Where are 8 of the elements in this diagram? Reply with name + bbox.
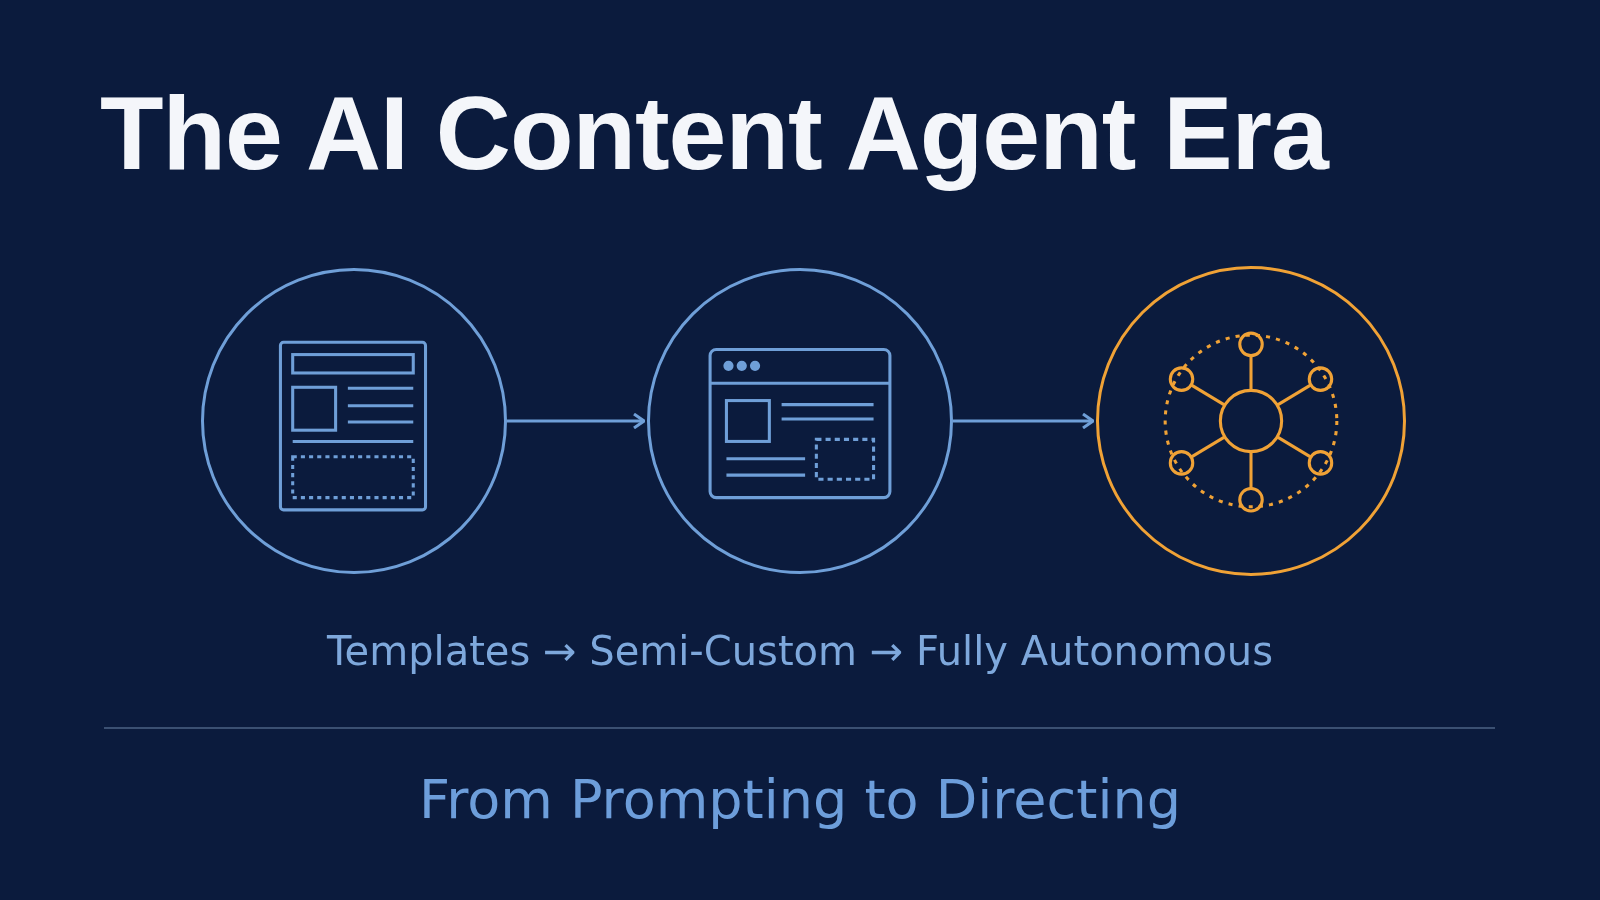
stage-circle xyxy=(1096,266,1406,576)
tagline: From Prompting to Directing xyxy=(418,768,1182,831)
arrow xyxy=(507,412,646,430)
arrow xyxy=(953,412,1095,430)
title: The AI Content Agent Era xyxy=(100,74,1328,193)
stage-circle xyxy=(201,268,507,574)
stage-circle xyxy=(647,268,953,574)
stage-sequence-text: Templates → Semi-Custom → Fully Autonomous xyxy=(325,628,1275,674)
